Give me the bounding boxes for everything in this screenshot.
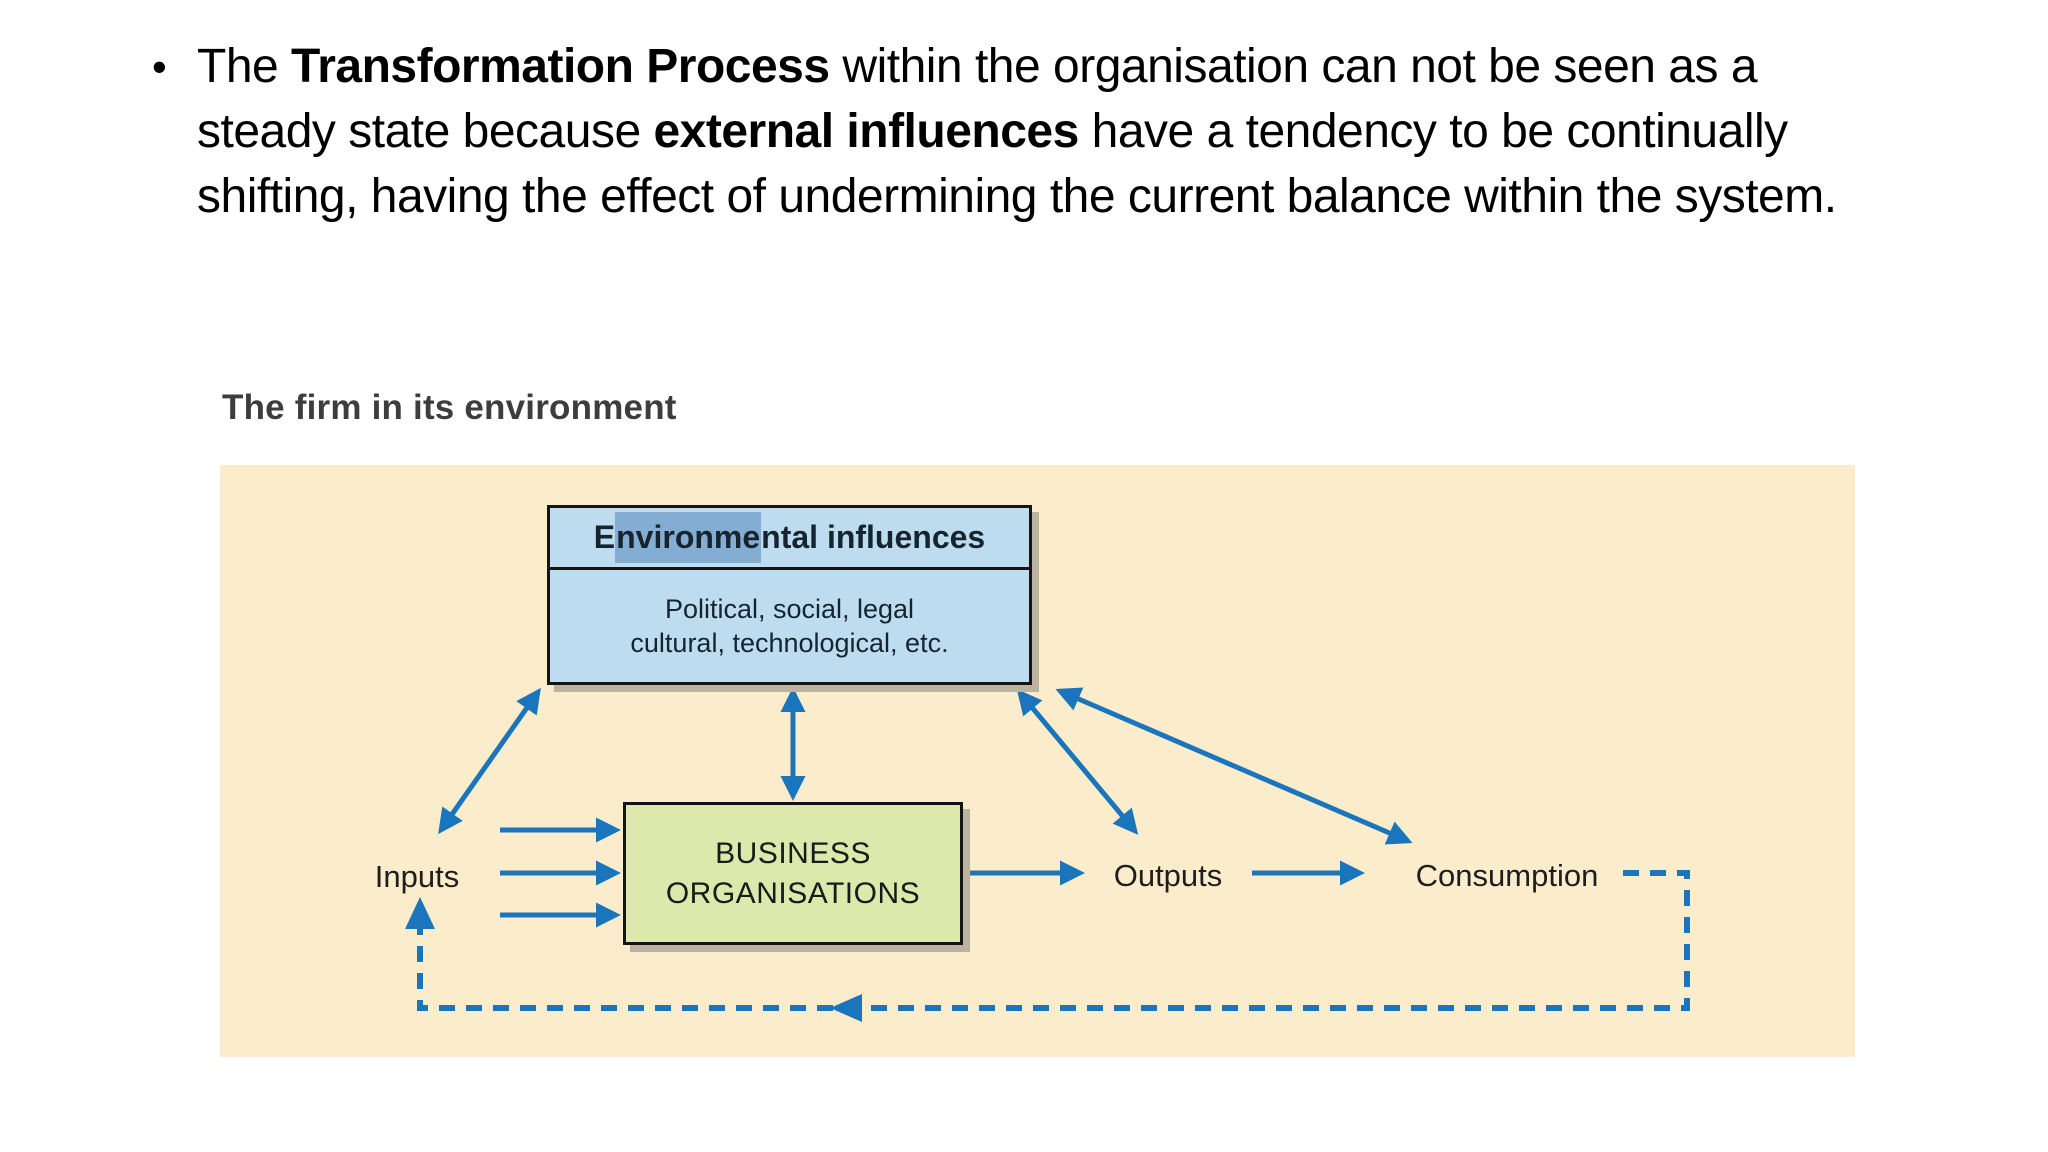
env-consumption-double-arrow xyxy=(1055,687,1413,845)
env-body-line1: Political, social, legal xyxy=(664,594,915,624)
bullet-bold-external-influences: external influences xyxy=(653,105,1079,158)
feedback-left-arrowhead xyxy=(830,994,862,1022)
figure-caption: The firm in its environment xyxy=(222,388,677,427)
bullet-bold-transformation-process: Transformation Process xyxy=(291,40,830,93)
consumption-label: Consumption xyxy=(1415,858,1599,893)
bullet-text-segment: have a tendency to be continually shifti… xyxy=(197,105,1837,223)
bullet-text: The Transformation Process within the or… xyxy=(197,34,1897,229)
feedback-dashed-path xyxy=(417,870,1690,1011)
outputs-label: Outputs xyxy=(1113,858,1223,893)
bullet-item: • The Transformation Process within the … xyxy=(152,34,1912,229)
env-body-line2: cultural, technological, etc. xyxy=(630,628,949,658)
bullet-text-segment: The xyxy=(197,40,292,93)
environmental-influences-body: Political, social, legal cultural, techn… xyxy=(550,570,1029,682)
bullet-glyph: • xyxy=(152,43,167,90)
business-organisations-box: BUSINESS ORGANISATIONS xyxy=(623,802,963,945)
inputs-label: Inputs xyxy=(374,859,460,894)
env-title-prefix: E xyxy=(593,519,616,555)
business-box-line1: BUSINESS xyxy=(715,836,871,870)
env-title-highlight: nvironme xyxy=(615,512,762,563)
bullet-text-segment: within the organisation can not be seen … xyxy=(197,40,1758,158)
diagram-arrows xyxy=(405,687,1690,1022)
business-box-line2: ORGANISATIONS xyxy=(665,876,921,910)
feedback-up-arrowhead xyxy=(405,897,435,929)
env-inputs-double-arrow xyxy=(438,687,541,835)
env-title-suffix: ntal influences xyxy=(761,519,986,555)
